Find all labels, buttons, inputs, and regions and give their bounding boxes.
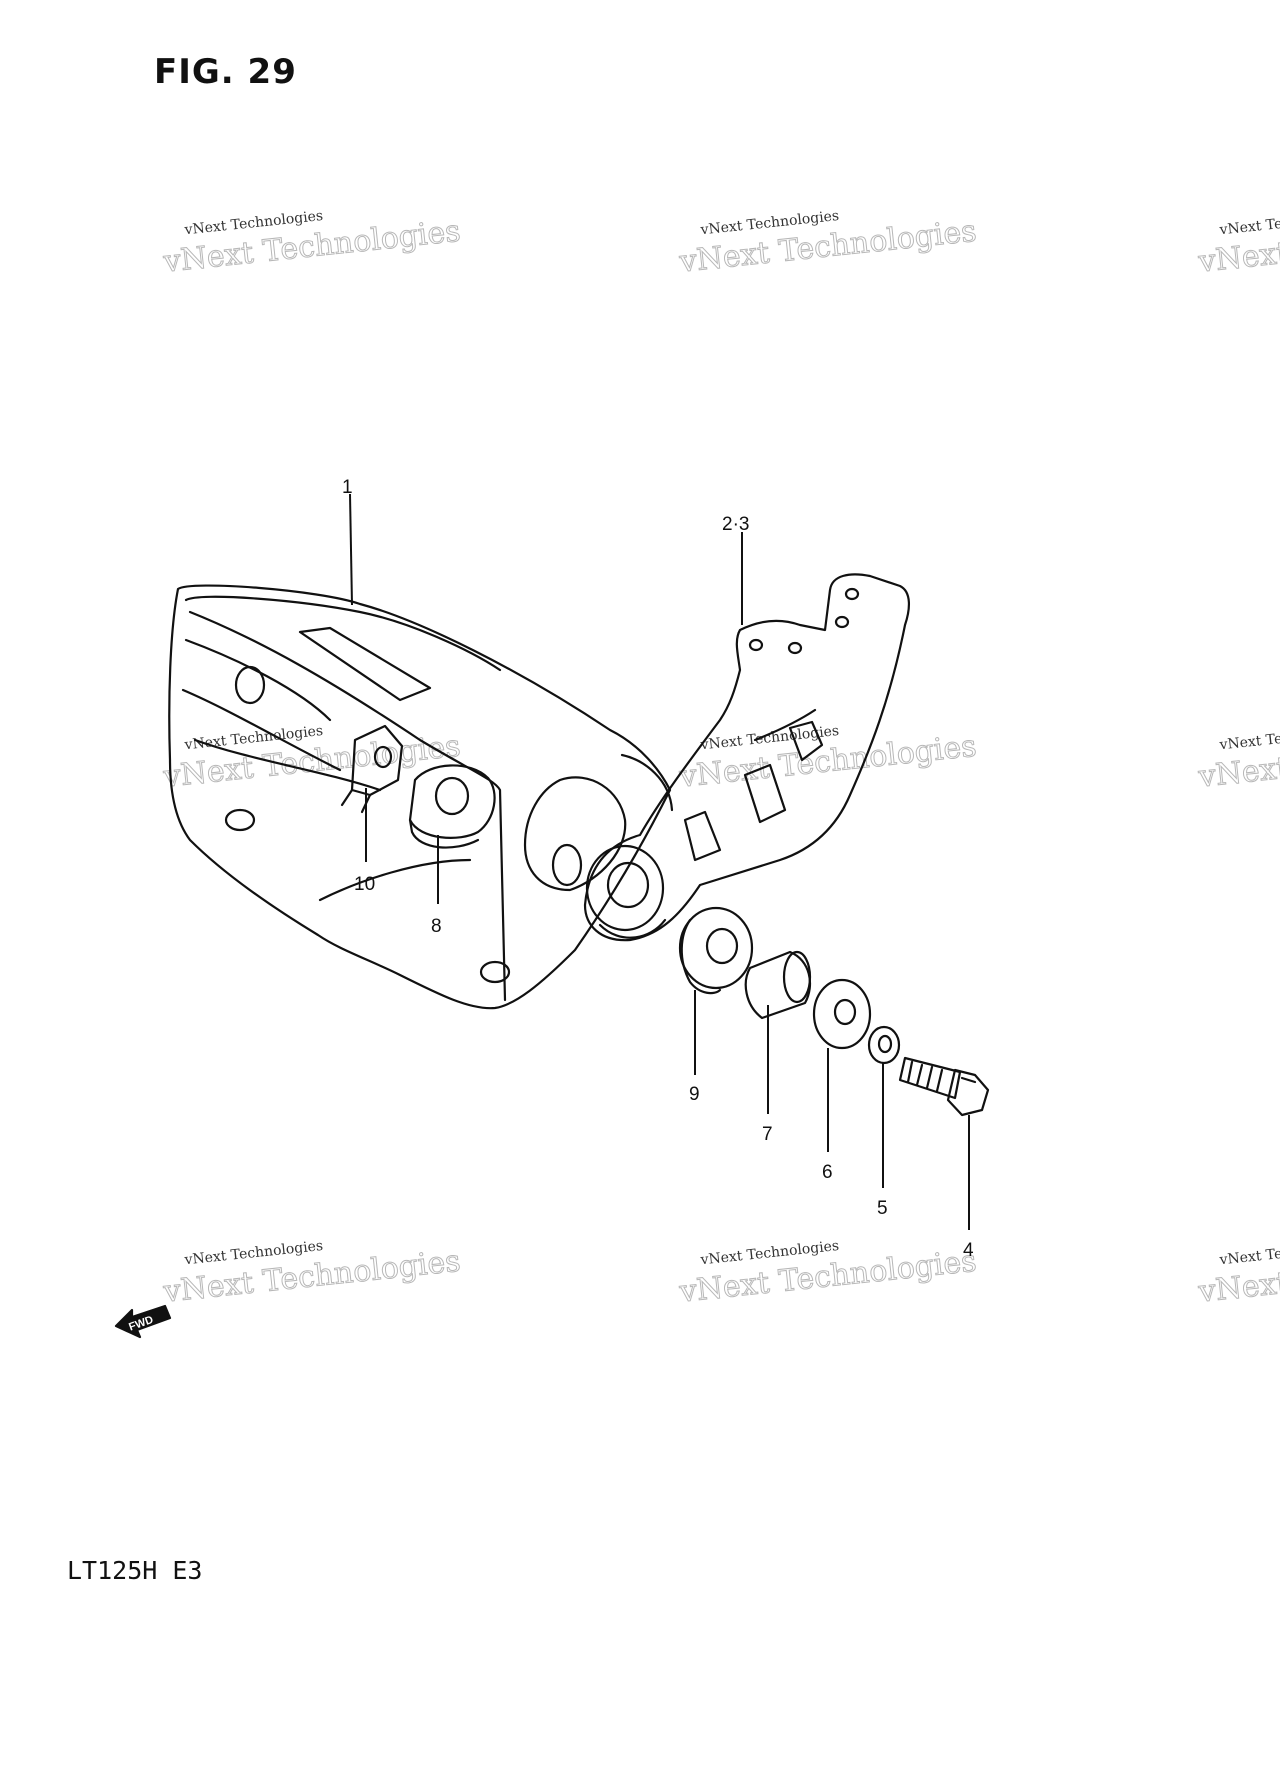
callout-6: 6 <box>822 1162 833 1183</box>
callout-8: 8 <box>431 916 442 937</box>
lock-washer-part-5 <box>867 1025 901 1065</box>
callout-4: 4 <box>963 1240 974 1261</box>
callout-labels: 1 2·3 10 8 9 7 6 5 4 FWD <box>127 477 974 1334</box>
bracket-part-10 <box>340 724 404 814</box>
cushion-part-9 <box>678 906 754 995</box>
model-code: LT125H E3 <box>67 1556 203 1585</box>
callout-9: 9 <box>689 1084 700 1105</box>
fwd-arrow <box>114 1304 172 1339</box>
grommet-part-8 <box>408 764 496 849</box>
callout-2-3: 2·3 <box>722 514 749 535</box>
callout-7: 7 <box>762 1124 773 1145</box>
washer-part-6 <box>812 978 872 1050</box>
bolt-part-4 <box>898 1056 990 1117</box>
headlight-housing <box>168 584 674 1010</box>
leader-lines <box>349 493 970 1230</box>
collar-part-7 <box>744 950 812 1020</box>
headlight-stay-bracket <box>583 573 910 942</box>
callout-1: 1 <box>342 477 353 498</box>
callout-5: 5 <box>877 1198 888 1219</box>
callout-10: 10 <box>354 874 375 895</box>
figure-title: FIG. 29 <box>154 52 297 92</box>
